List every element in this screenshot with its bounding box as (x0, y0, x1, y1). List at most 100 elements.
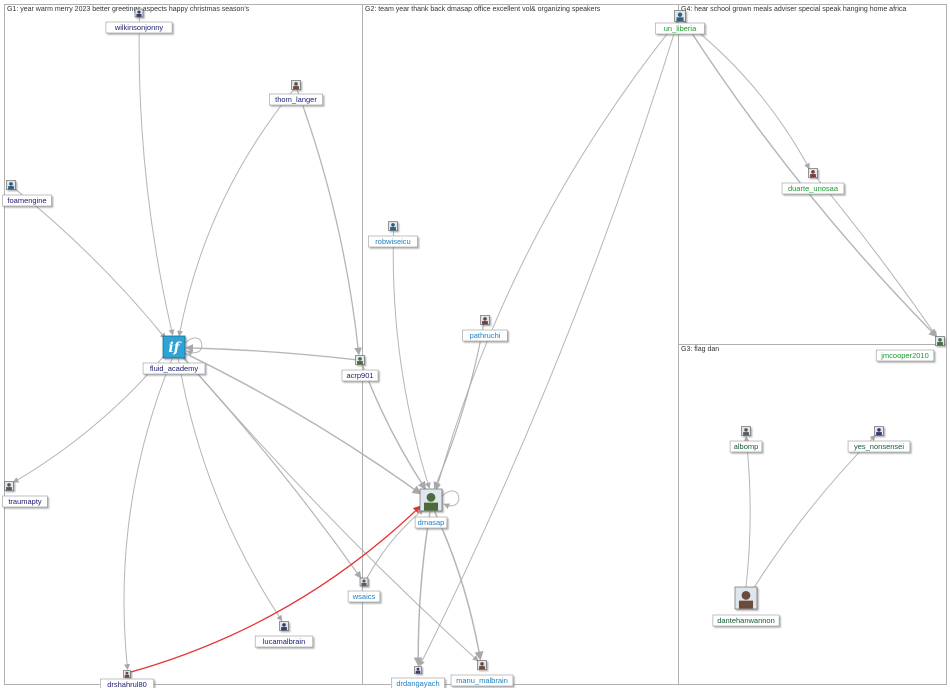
group-box-g3 (678, 344, 947, 685)
node-label-card (875, 349, 935, 362)
node-label-card (254, 635, 314, 648)
edge (413, 510, 431, 667)
node-robwiseicu[interactable]: robwiseicu (368, 221, 418, 248)
avatar-icon (134, 8, 144, 18)
edge (185, 344, 356, 361)
edge (441, 490, 460, 509)
node-drshahrul80[interactable]: drshahrul80 (100, 670, 154, 688)
avatar-icon (123, 670, 131, 678)
node-thom-langer[interactable]: thom_langer (269, 80, 323, 106)
node-label: wsaics (352, 592, 376, 601)
node-label-card (781, 182, 845, 195)
avatar-icon (674, 10, 686, 22)
node-label-card (2, 495, 48, 508)
node-label: traumapty (8, 497, 42, 506)
node-label: dantehanwannon (717, 616, 775, 625)
edge (296, 89, 362, 356)
node-label: duarte_unosaa (788, 184, 839, 193)
node-pathruchi[interactable]: pathruchi (462, 315, 508, 342)
node-label-card (391, 677, 445, 688)
node-label: pathruchi (470, 331, 501, 340)
node-label-card (341, 369, 379, 382)
node-label: lucamalbrain (263, 637, 306, 646)
edge (177, 88, 295, 337)
edge (12, 353, 166, 483)
node-dantehanwannon[interactable]: dantehanwannon (712, 586, 780, 627)
avatar-icon (355, 355, 365, 365)
node-label: fluid_academy (150, 364, 199, 373)
group-title-g3: G3: flag dan (681, 346, 719, 353)
edge (184, 337, 203, 356)
node-label: albomp (734, 442, 759, 451)
edge (366, 508, 424, 580)
node-manu-malbrain[interactable]: manu_malbrain (450, 660, 514, 687)
edge (181, 354, 479, 662)
node-un-liberia[interactable]: un_liberia (655, 10, 705, 35)
node-label: jmcooper2010 (880, 351, 929, 360)
avatar-icon (808, 168, 818, 178)
node-fluid-academy[interactable]: if fluid_academy (142, 335, 206, 375)
node-yes-nonsensei[interactable]: yes_nonsensei (847, 426, 911, 453)
group-title-g2: G2: team year thank back dmasap office e… (365, 6, 601, 13)
node-dmasap[interactable]: dmasap (414, 488, 448, 529)
edge (682, 19, 938, 338)
node-wsaics[interactable]: wsaics (347, 577, 381, 603)
avatar-icon (388, 221, 398, 231)
node-foamengine[interactable]: foamengine (2, 180, 52, 207)
group-box-g2 (362, 4, 679, 685)
avatar-icon (935, 336, 945, 346)
node-label-card (847, 440, 911, 453)
node-label: acrp901 (346, 371, 373, 380)
avatar-icon (291, 80, 301, 90)
node-label-card (368, 235, 418, 248)
edge (435, 20, 678, 490)
group-title-g1: G1: year warm merry 2023 better greeting… (7, 6, 250, 13)
group-title-g4: G4: hear school grown meals adviser spec… (681, 6, 906, 13)
edge (743, 435, 751, 588)
avatar-icon (874, 426, 884, 436)
edge (683, 19, 810, 170)
edge (177, 357, 283, 622)
node-label-card (269, 93, 323, 106)
edge (123, 357, 173, 671)
node-label: manu_malbrain (456, 676, 508, 685)
edge (419, 20, 679, 667)
node-label-card (712, 614, 780, 627)
node-albomp[interactable]: albomp (729, 426, 763, 453)
node-label: drdangayach (396, 679, 439, 688)
node-drdangayach[interactable]: drdangayach (391, 666, 445, 688)
group-titles: G1: year warm merry 2023 better greeting… (7, 6, 906, 353)
node-traumapty[interactable]: traumapty (2, 481, 48, 508)
avatar-icon (477, 660, 487, 670)
node-label-card (142, 362, 206, 375)
edge (815, 176, 938, 338)
edge (183, 351, 422, 495)
node-label-card (462, 329, 508, 342)
svg-text:if: if (168, 340, 182, 356)
node-wilkinsonjonny[interactable]: wilkinsonjonny (105, 8, 173, 34)
node-duarte-unosaa[interactable]: duarte_unosaa (781, 168, 845, 195)
avatar-icon (480, 315, 490, 325)
node-jmcooper2010[interactable]: jmcooper2010 (875, 336, 945, 362)
node-label: robwiseicu (375, 237, 410, 246)
node-acrp901[interactable]: acrp901 (341, 355, 379, 382)
edge (361, 363, 427, 491)
node-label: wilkinsonjonny (114, 23, 164, 32)
node-lucamalbrain[interactable]: lucamalbrain (254, 621, 314, 648)
group-boxes (4, 4, 947, 685)
node-label-card (414, 516, 448, 529)
edge (433, 510, 484, 661)
edge (392, 230, 431, 489)
edge (433, 324, 485, 490)
logo-icon: if (162, 335, 186, 359)
node-label-card (100, 678, 154, 688)
avatar-icon (419, 488, 443, 512)
node-label-card (347, 590, 381, 603)
node-label: un_liberia (664, 24, 697, 33)
node-label: foamengine (7, 196, 46, 205)
edge (138, 16, 175, 336)
node-label: drshahrul80 (107, 680, 147, 688)
avatar-icon (741, 426, 751, 436)
avatar-icon (279, 621, 289, 631)
